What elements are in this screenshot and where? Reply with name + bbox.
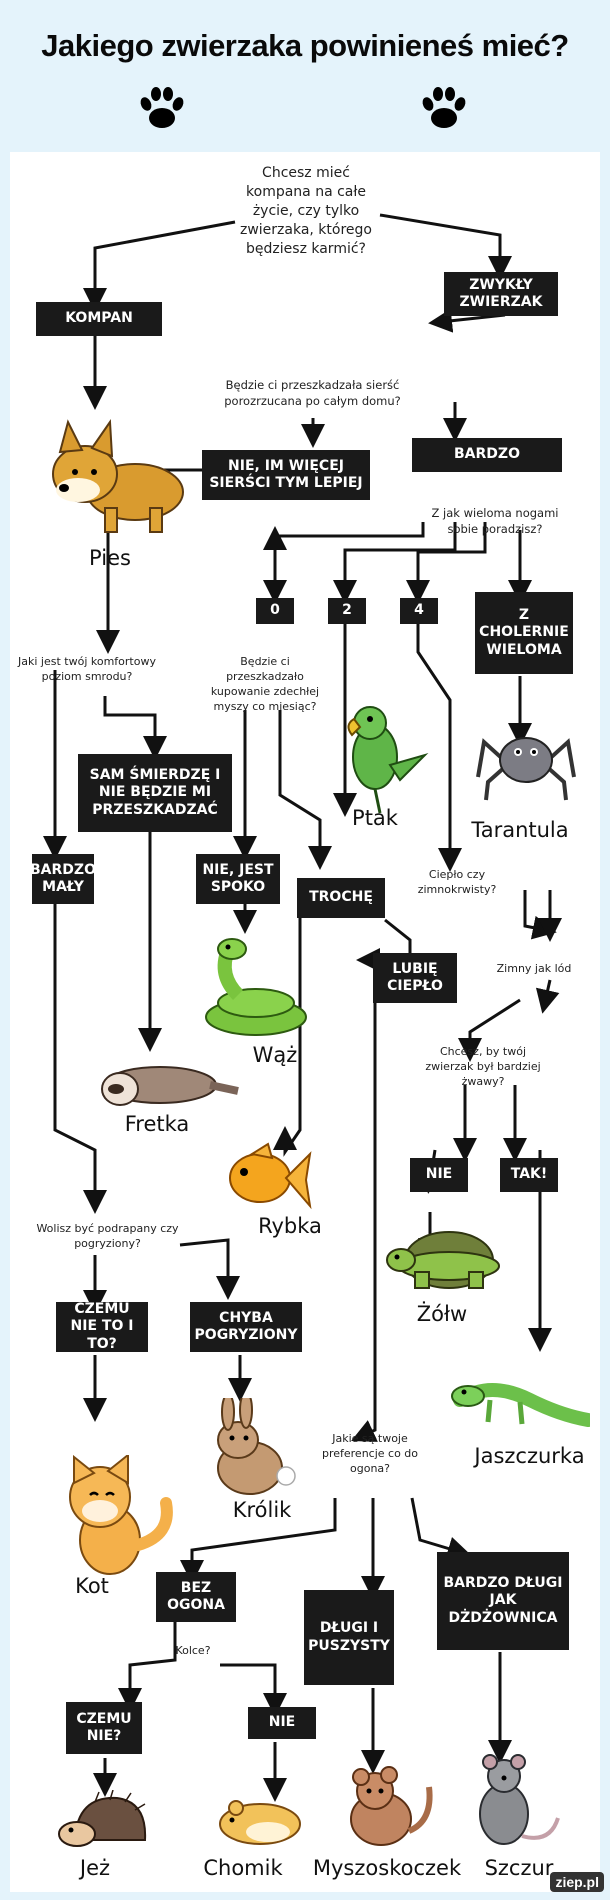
- lizard-icon: [451, 1383, 590, 1427]
- result-szczur: Szczur: [484, 1856, 554, 1880]
- question-dead-mice: Będzie ci przeszkadzało kupowanie zdechł…: [210, 655, 320, 713]
- answer-bardzo: BARDZO: [412, 438, 562, 472]
- result-fretka: Fretka: [124, 1112, 190, 1136]
- answer-legs-0: 0: [256, 598, 294, 624]
- answer-nie-spikes: NIE: [248, 1707, 316, 1739]
- result-myszoskoczek: Myszoskoczek: [312, 1856, 462, 1880]
- result-waz: Wąż: [252, 1043, 298, 1067]
- result-krolik: Królik: [232, 1498, 292, 1522]
- watermark: ziep.pl: [550, 1872, 604, 1892]
- question-legs: Z jak wieloma nogami sobie poradzisz?: [431, 506, 559, 536]
- question-spikes: Kolce?: [175, 1644, 211, 1657]
- answer-bardzo-maly: BARDZO MAŁY: [30, 854, 96, 904]
- result-tarantula: Tarantula: [471, 818, 569, 842]
- result-kot: Kot: [75, 1574, 109, 1598]
- answer-lubie-cieplo: LUBIĘ CIEPŁO: [373, 953, 457, 1003]
- result-zolw: Żółw: [416, 1302, 468, 1326]
- answer-tak: TAK!: [500, 1158, 558, 1192]
- question-lively: Chcesz, by twój zwierzak był bardziej żw…: [425, 1045, 541, 1088]
- result-ptak: Ptak: [352, 806, 398, 830]
- answer-dlugi-puszysty: DŁUGI I PUSZYSTY: [304, 1590, 394, 1685]
- question-scratch-bite: Wolisz być podrapany czy pogryziony?: [36, 1222, 179, 1250]
- hedgehog-icon: [58, 1790, 147, 1847]
- turtle-icon: [386, 1231, 500, 1289]
- rat-icon: [479, 1754, 560, 1845]
- question-smell: Jaki jest twój komfortowy poziom smrodu?: [18, 655, 156, 683]
- ferret-icon: [101, 1066, 239, 1106]
- cat-icon: [69, 1455, 173, 1575]
- result-pies: Pies: [89, 546, 131, 570]
- rabbit-icon: [217, 1398, 296, 1495]
- answer-nie-jest-spoko: NIE, JEST SPOKO: [196, 854, 280, 904]
- answer-z-cholernie: Z CHOLERNIE WIELOMA: [475, 592, 573, 674]
- question-tail: Jakie są twoje preferencje co do ogona?: [321, 1432, 419, 1475]
- answer-sam-smierdze: SAM ŚMIERDZĘ I NIE BĘDZIE MI PRZESZKADZA…: [78, 754, 232, 832]
- answer-nie-lively: NIE: [410, 1158, 468, 1192]
- answer-kompan: KOMPAN: [36, 302, 162, 336]
- snake-icon: [205, 938, 307, 1036]
- tarantula-icon: [476, 737, 576, 801]
- answer-legs-2: 2: [328, 598, 366, 624]
- result-chomik: Chomik: [203, 1856, 283, 1880]
- paw-icon-right: [422, 87, 466, 128]
- result-jaszczurka: Jaszczurka: [474, 1444, 585, 1468]
- parrot-icon: [347, 706, 429, 814]
- result-jez: Jeż: [79, 1856, 111, 1880]
- dog-icon: [52, 419, 184, 533]
- answer-czemu-nie: CZEMU NIE?: [66, 1702, 142, 1754]
- question-blood: Ciepło czy zimnokrwisty?: [417, 868, 497, 896]
- result-rybka: Rybka: [258, 1214, 322, 1238]
- answer-troche: TROCHĘ: [297, 878, 385, 918]
- answer-chyba-pogryziony: CHYBA POGRYZIONY: [190, 1302, 302, 1352]
- answer-nie-im-wiecej: NIE, IM WIĘCEJ SIERŚCI TYM LEPIEJ: [202, 450, 370, 500]
- hamster-icon: [219, 1800, 301, 1845]
- gerbil-icon: [350, 1766, 433, 1846]
- question-companion: Chcesz mieć kompana na całe życie, czy t…: [239, 165, 372, 257]
- answer-bez-ogona: BEZ OGONA: [156, 1572, 236, 1622]
- answer-bardzo-dlugi: BARDZO DŁUGI JAK DŻDŻOWNICA: [437, 1552, 569, 1650]
- label-ice-cold: Zimny jak lód: [496, 962, 572, 975]
- paw-icon-left: [140, 87, 184, 128]
- page-title: Jakiego zwierzaka powinieneś mieć?: [41, 28, 569, 63]
- answer-zwykly-zwierzak: ZWYKŁY ZWIERZAK: [444, 272, 558, 316]
- question-fur: Będzie ci przeszkadzała sierść porozrzuc…: [224, 378, 401, 408]
- goldfish-icon: [229, 1142, 312, 1210]
- answer-czemu-nie-to-i-to: CZEMU NIE TO I TO?: [56, 1301, 148, 1352]
- answer-legs-4: 4: [400, 598, 438, 624]
